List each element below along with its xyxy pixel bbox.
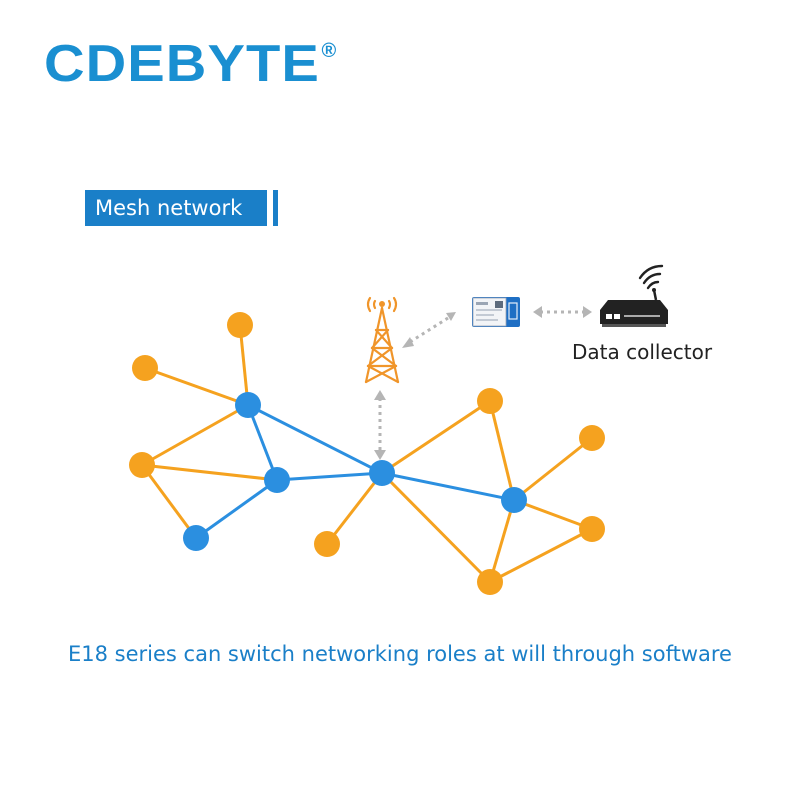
link — [276, 471, 383, 482]
link — [381, 471, 515, 502]
router-node — [264, 467, 290, 493]
arrow-head — [533, 306, 542, 318]
link — [489, 527, 593, 584]
end-device-node — [579, 425, 605, 451]
brand-logo: CDEBYTE ® — [44, 34, 336, 94]
link — [144, 366, 249, 407]
data-collector-label: Data collector — [572, 340, 713, 364]
cell-tower-icon — [364, 296, 400, 384]
link — [380, 471, 492, 584]
end-device-node — [129, 452, 155, 478]
end-device-node — [132, 355, 158, 381]
registered-mark: ® — [321, 40, 337, 62]
link — [140, 464, 198, 539]
arrow-head — [374, 390, 386, 400]
section-tag: Mesh network — [85, 190, 267, 226]
router-node — [235, 392, 261, 418]
zigbee-module-icon — [472, 297, 520, 327]
wifi-signal-icon — [638, 264, 664, 292]
link — [325, 472, 384, 545]
link — [513, 436, 593, 502]
arrow-head — [374, 450, 386, 460]
tower-to-module-link — [409, 316, 449, 344]
end-device-node — [477, 569, 503, 595]
end-device-node — [579, 516, 605, 542]
caption: E18 series can switch networking roles a… — [68, 642, 732, 666]
orange-links — [140, 324, 593, 584]
brand-name: CDEBYTE — [44, 35, 320, 93]
link — [247, 403, 383, 475]
router-node — [183, 525, 209, 551]
link — [513, 498, 593, 531]
arrow-head — [446, 312, 456, 321]
end-device-node — [227, 312, 253, 338]
router-nodes — [183, 392, 527, 551]
link — [141, 403, 249, 467]
coordinator-node — [369, 460, 395, 486]
link — [141, 463, 278, 482]
end-device-nodes — [129, 312, 605, 595]
link — [488, 499, 516, 583]
blue-links — [195, 403, 515, 540]
link — [246, 404, 279, 481]
dotted-links — [374, 306, 592, 460]
link — [238, 324, 250, 406]
router-node — [501, 487, 527, 513]
arrow-head — [402, 337, 414, 348]
arrow-head — [583, 306, 592, 318]
link — [195, 478, 278, 540]
section-tag-bar — [273, 190, 278, 226]
end-device-node — [314, 531, 340, 557]
data-collector-icon — [600, 264, 668, 327]
end-device-node — [477, 388, 503, 414]
link — [488, 400, 516, 501]
link — [381, 399, 491, 475]
